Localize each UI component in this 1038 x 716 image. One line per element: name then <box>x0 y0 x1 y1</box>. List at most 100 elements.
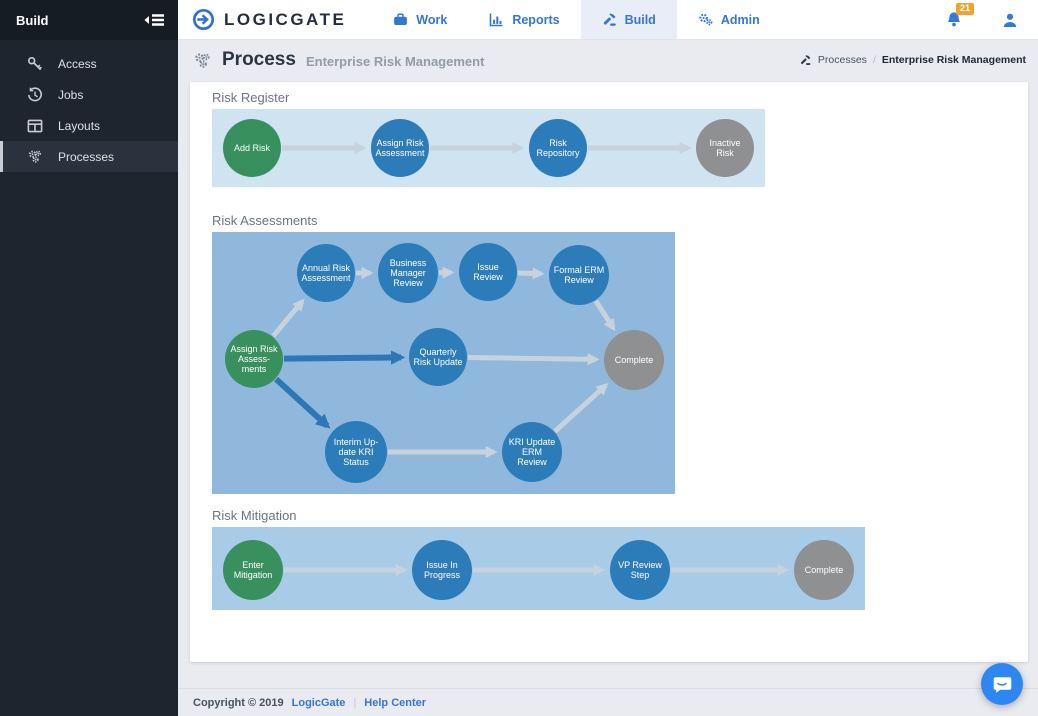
nav-right: 21 <box>946 0 1038 39</box>
process-gears-icon <box>193 52 212 69</box>
chat-bubble-icon <box>993 677 1012 693</box>
diagram-section-title: Risk Register <box>212 90 290 105</box>
page-header: Process Enterprise Risk Management Proce… <box>178 40 1038 80</box>
breadcrumb-current: Enterprise Risk Management <box>881 54 1026 66</box>
breadcrumb: Processes / Enterprise Risk Management <box>799 54 1026 66</box>
history-icon <box>27 86 43 103</box>
notification-badge: 21 <box>956 3 975 15</box>
sidebar-item-jobs[interactable]: Jobs <box>0 79 178 110</box>
nav-tab-label: Admin <box>720 12 760 27</box>
help-center-link[interactable]: Help Center <box>364 696 427 709</box>
sidebar-item-layouts[interactable]: Layouts <box>0 110 178 141</box>
top-navbar: LOGICGATE Work Reports Build <box>178 0 1038 40</box>
main-column: LOGICGATE Work Reports Build <box>178 0 1038 716</box>
sidebar-item-processes[interactable]: Processes <box>0 141 178 172</box>
diagram-edge <box>283 350 406 365</box>
page-subtitle: Enterprise Risk Management <box>305 53 485 69</box>
chat-launcher-button[interactable] <box>981 663 1023 705</box>
node-complete[interactable]: Complete <box>794 540 854 600</box>
page-title: Process <box>222 49 296 70</box>
footer: Copyright © 2019 LogicGate | Help Center <box>178 688 1038 716</box>
nav-tab-work[interactable]: Work <box>372 0 468 39</box>
table-icon <box>27 118 43 134</box>
breadcrumb-separator: / <box>872 54 876 66</box>
copyright-text: Copyright © 2019 <box>193 696 284 709</box>
sidebar-item-access[interactable]: Access <box>0 48 178 79</box>
node-complete[interactable]: Complete <box>604 330 664 390</box>
node-add-risk[interactable]: Add Risk <box>223 119 281 177</box>
sidebar-item-label: Access <box>58 56 97 71</box>
nav-tab-label: Reports <box>512 12 560 27</box>
briefcase-icon <box>393 12 408 27</box>
sidebar-item-label: Processes <box>58 149 115 164</box>
svg-text:Complete: Complete <box>805 565 844 575</box>
breadcrumb-hammer-icon <box>799 54 812 66</box>
breadcrumb-parent-link[interactable]: Processes <box>817 54 867 66</box>
diagram-edge <box>271 298 305 338</box>
brand-text: LOGICGATE <box>224 9 347 29</box>
diagram-edge <box>467 353 600 366</box>
cogs-icon <box>698 12 713 27</box>
sidebar-header: Build <box>0 0 178 40</box>
footer-divider: | <box>353 696 357 709</box>
key-icon <box>27 56 43 72</box>
notifications-bell-icon[interactable]: 21 <box>946 3 975 28</box>
sidebar-item-label: Jobs <box>58 87 84 102</box>
sidebar-collapse-icon[interactable] <box>142 12 166 28</box>
nav-items: Work Reports Build Admin <box>372 0 780 39</box>
diagram-edge <box>553 383 609 434</box>
diagram-section-title: Risk Assessments <box>212 213 318 228</box>
sidebar: Build Access Jobs Layouts <box>0 0 178 716</box>
nav-tab-admin[interactable]: Admin <box>677 0 781 39</box>
nav-tab-build[interactable]: Build <box>580 0 677 39</box>
diagram-edge <box>517 267 545 280</box>
sidebar-title: Build <box>16 12 49 28</box>
logicgate-link[interactable]: LogicGate <box>291 696 346 709</box>
sidebar-menu: Access Jobs Layouts Processes <box>0 40 178 172</box>
brand-logo[interactable]: LOGICGATE <box>192 0 346 39</box>
user-icon[interactable] <box>1002 12 1018 28</box>
svg-text:Add Risk: Add Risk <box>234 143 271 153</box>
diagram-section-title: Risk Mitigation <box>212 508 297 523</box>
nav-tab-label: Build <box>624 12 656 27</box>
nav-tab-reports[interactable]: Reports <box>468 0 580 39</box>
hammer-icon <box>602 12 617 27</box>
gears-icon <box>27 149 43 165</box>
sidebar-item-label: Layouts <box>58 118 101 133</box>
